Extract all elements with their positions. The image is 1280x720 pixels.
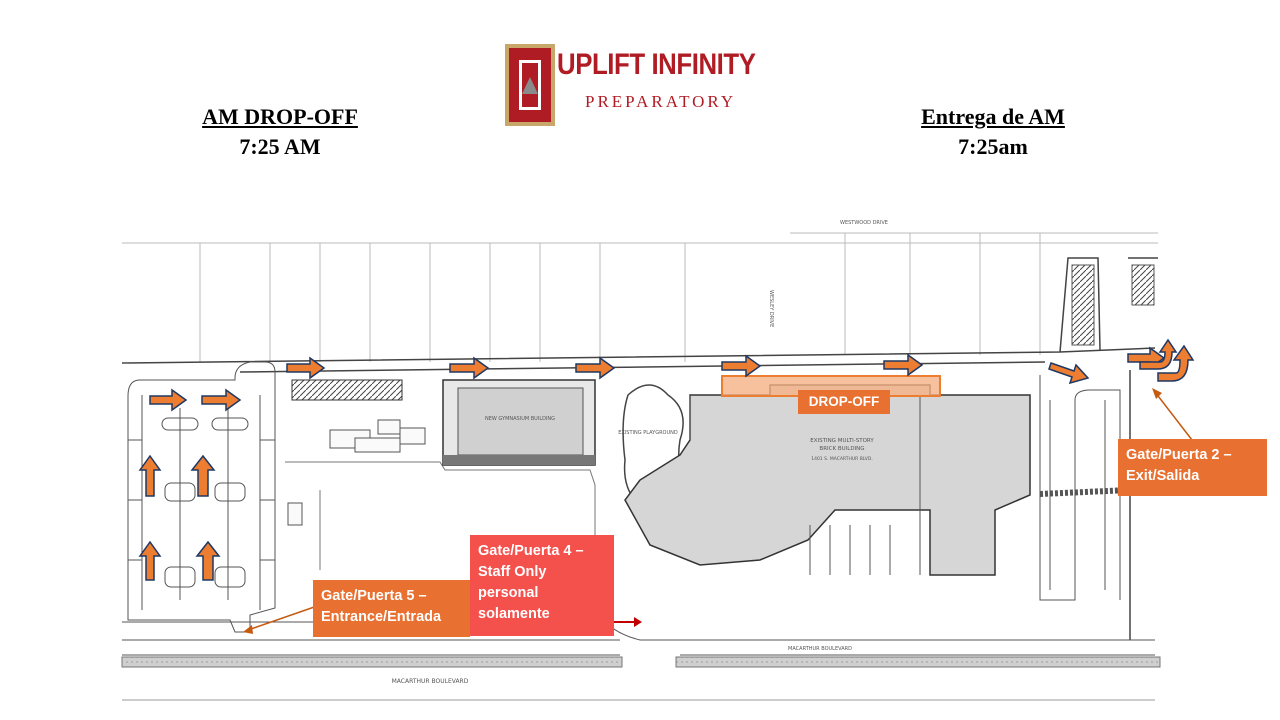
gate4-line3: personal [478, 585, 539, 601]
arrow-right-icon [883, 353, 924, 377]
arrow-right-icon [149, 388, 188, 412]
gate5-leader [247, 604, 321, 631]
header-right-time: 7:25am [958, 134, 1028, 159]
arrow-right-icon [286, 356, 326, 380]
gate4-label: Gate/Puerta 4 – Staff Only personal sola… [470, 535, 614, 636]
arrow-up-icon [190, 454, 216, 497]
gate4-line4: solamente [478, 606, 550, 622]
logo-emblem-icon [505, 44, 555, 126]
header-right: Entrega de AM 7:25am [893, 102, 1093, 162]
small-buildings [287, 419, 426, 526]
school-logo: UPLIFT INFINITY PREPARATORY [505, 44, 756, 126]
gate4-pointer-icon [634, 617, 642, 627]
arrow-up-icon [195, 540, 221, 581]
south-area [122, 525, 1155, 656]
main-building-line3: 1401 S. MACARTHUR BLVD. [811, 456, 873, 462]
gate4-line1: Gate/Puerta 4 – [478, 543, 584, 559]
header-left-time: 7:25 AM [239, 134, 321, 159]
gym-label: NEW GYMNASIUM BUILDING [485, 416, 555, 422]
arrow-curve-icon [1157, 344, 1195, 382]
arrow-right-icon [575, 356, 616, 380]
arrow-right-icon [449, 356, 490, 380]
gate5-label: Gate/Puerta 5 – Entrance/Entrada [313, 580, 470, 637]
traffic-arrows [138, 338, 1195, 581]
median-east [675, 656, 1161, 668]
gate2-leader [1154, 391, 1193, 441]
east-parking-lot [1039, 264, 1155, 601]
logo-name: UPLIFT INFINITY [557, 48, 756, 81]
gate4-line2: Staff Only [478, 564, 547, 580]
dropoff-label: DROP-OFF [798, 390, 890, 414]
header-left-title: AM DROP-OFF [202, 104, 358, 129]
header-left: AM DROP-OFF 7:25 AM [190, 102, 370, 162]
hatched-structure [291, 379, 403, 401]
court-area [285, 461, 596, 615]
street-bottom-left-label: MACARTHUR BOULEVARD [392, 678, 469, 685]
gate5-line1: Gate/Puerta 5 – [321, 588, 427, 604]
gate2-pointer-icon [1152, 388, 1162, 399]
gymnasium-building [442, 379, 596, 466]
arrow-right-icon [721, 354, 762, 378]
gate5-pointer-icon [243, 625, 253, 634]
west-parking-lot [127, 361, 276, 633]
arrow-up-icon [138, 540, 162, 581]
arrow-right-icon [1048, 362, 1090, 385]
arrow-right-icon [201, 388, 242, 412]
header-right-title: Entrega de AM [921, 104, 1065, 129]
gate2-line2: Exit/Salida [1126, 468, 1200, 484]
gate2-line1: Gate/Puerta 2 – [1126, 447, 1232, 463]
street-top-label: WESTWOOD DRIVE [840, 220, 888, 226]
street-bottom-right-label: MACARTHUR BOULEVARD [788, 646, 852, 652]
playground-label: EXISTING PLAYGROUND [618, 430, 678, 436]
arrow-curve-icon [1139, 338, 1178, 370]
median-west [121, 656, 623, 668]
main-building-line1: EXISTING MULTI-STORY [810, 438, 874, 444]
gate2-label: Gate/Puerta 2 – Exit/Salida [1118, 439, 1267, 496]
gate5-line2: Entrance/Entrada [321, 609, 442, 625]
arrow-up-icon [138, 454, 162, 497]
lot-lines [122, 232, 1158, 362]
street-side-label: WESLEY DRIVE [768, 290, 774, 327]
main-building-line2: BRICK BUILDING [819, 446, 864, 452]
logo-subname: PREPARATORY [585, 92, 737, 111]
